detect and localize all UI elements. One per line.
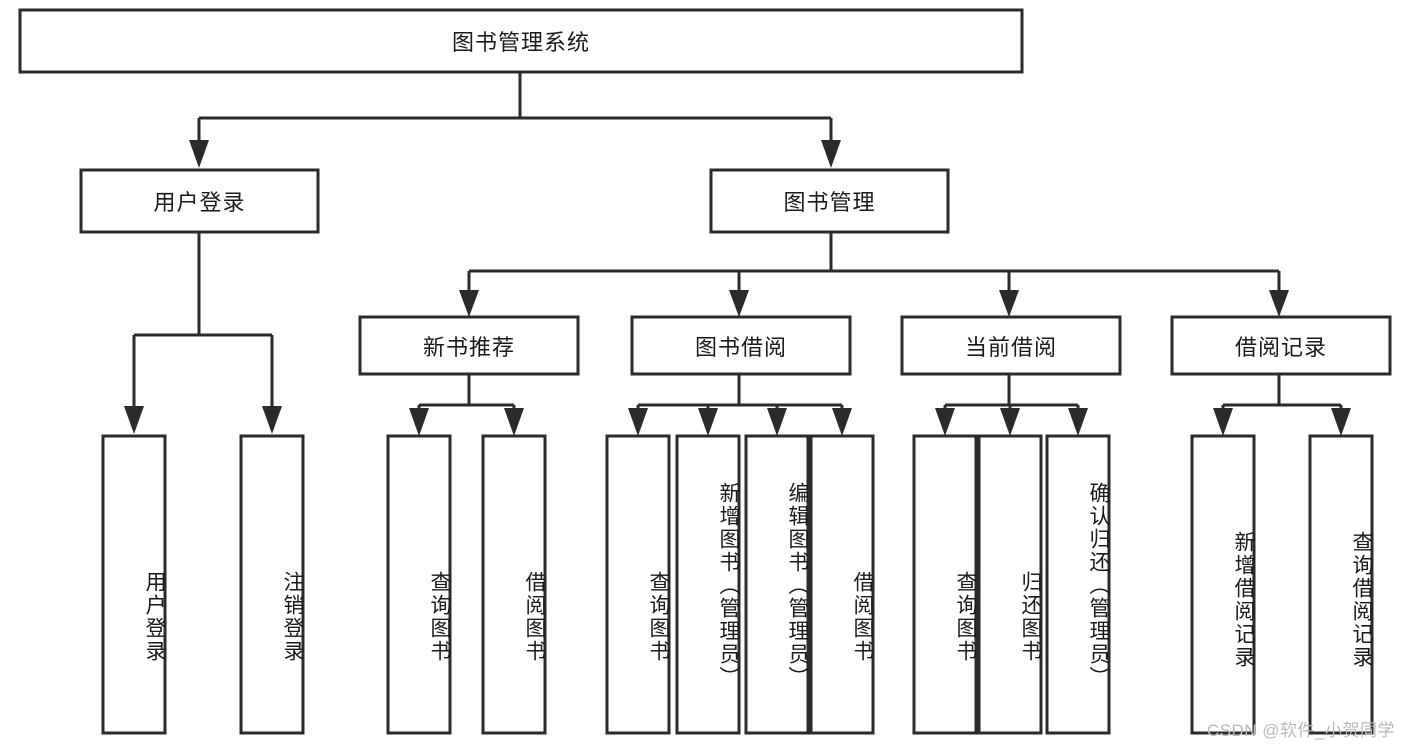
node-box-user-login[interactable]	[79, 168, 320, 234]
arrow-current-leaf2	[1000, 408, 1020, 436]
arrow-records-leaf1	[1213, 408, 1233, 436]
connectors-user-login-to-leaves	[124, 232, 282, 434]
arrow-new-book-leaf2	[504, 408, 524, 436]
node-box-leaf-confirm-return-admin[interactable]	[1045, 434, 1111, 735]
arrow-root-to-book-mgmt	[821, 140, 841, 168]
arrow-book-mgmt-to-new-book	[459, 290, 479, 317]
arrow-book-mgmt-to-current	[999, 290, 1019, 317]
node-box-leaf-add-book-admin[interactable]	[675, 434, 741, 735]
node-box-leaf-edit-book-admin[interactable]	[744, 434, 810, 735]
node-box-book-management[interactable]	[709, 168, 950, 234]
node-box-leaf-query-book-3[interactable]	[912, 434, 978, 735]
node-box-borrow-record[interactable]	[1170, 315, 1392, 376]
node-box-leaf-query-book-2[interactable]	[605, 434, 671, 735]
node-box-leaf-return-book[interactable]	[977, 434, 1043, 735]
arrow-current-leaf1	[935, 408, 955, 436]
node-box-leaf-borrow-book-1[interactable]	[481, 434, 547, 735]
arrow-borrow-leaf2	[698, 408, 718, 436]
connectors-records-to-leaves	[1213, 374, 1351, 436]
connectors-root-to-level1	[189, 72, 841, 168]
connectors-borrow-to-leaves	[628, 374, 852, 436]
node-box-leaf-logout[interactable]	[239, 434, 305, 735]
arrow-records-leaf2	[1331, 408, 1351, 436]
arrow-borrow-leaf1	[628, 408, 648, 436]
node-box-leaf-add-borrow-record[interactable]	[1190, 434, 1256, 735]
arrow-book-mgmt-to-borrow	[729, 290, 749, 317]
arrow-current-leaf3	[1068, 408, 1088, 436]
node-box-leaf-query-borrow-record[interactable]	[1308, 434, 1374, 735]
connectors-current-to-leaves	[935, 374, 1088, 436]
node-box-leaf-query-book-1[interactable]	[386, 434, 452, 735]
node-box-root[interactable]	[18, 8, 1024, 74]
arrow-new-book-leaf1	[409, 408, 429, 436]
node-box-new-book-recommend[interactable]	[358, 315, 580, 376]
node-box-book-borrow[interactable]	[630, 315, 852, 376]
arrow-book-mgmt-to-records	[1269, 290, 1289, 317]
connectors-new-book-to-leaves	[409, 374, 524, 436]
arrow-borrow-leaf3	[767, 408, 787, 436]
arrow-user-login-leaf2	[262, 406, 282, 434]
node-box-current-borrow[interactable]	[900, 315, 1122, 376]
node-box-leaf-user-login[interactable]	[101, 434, 167, 735]
node-box-leaf-borrow-book-2[interactable]	[809, 434, 875, 735]
arrow-root-to-user-login	[189, 140, 209, 168]
arrow-user-login-leaf1	[124, 406, 144, 434]
arrow-borrow-leaf4	[832, 408, 852, 436]
connectors-book-mgmt-to-level2	[459, 232, 1289, 317]
